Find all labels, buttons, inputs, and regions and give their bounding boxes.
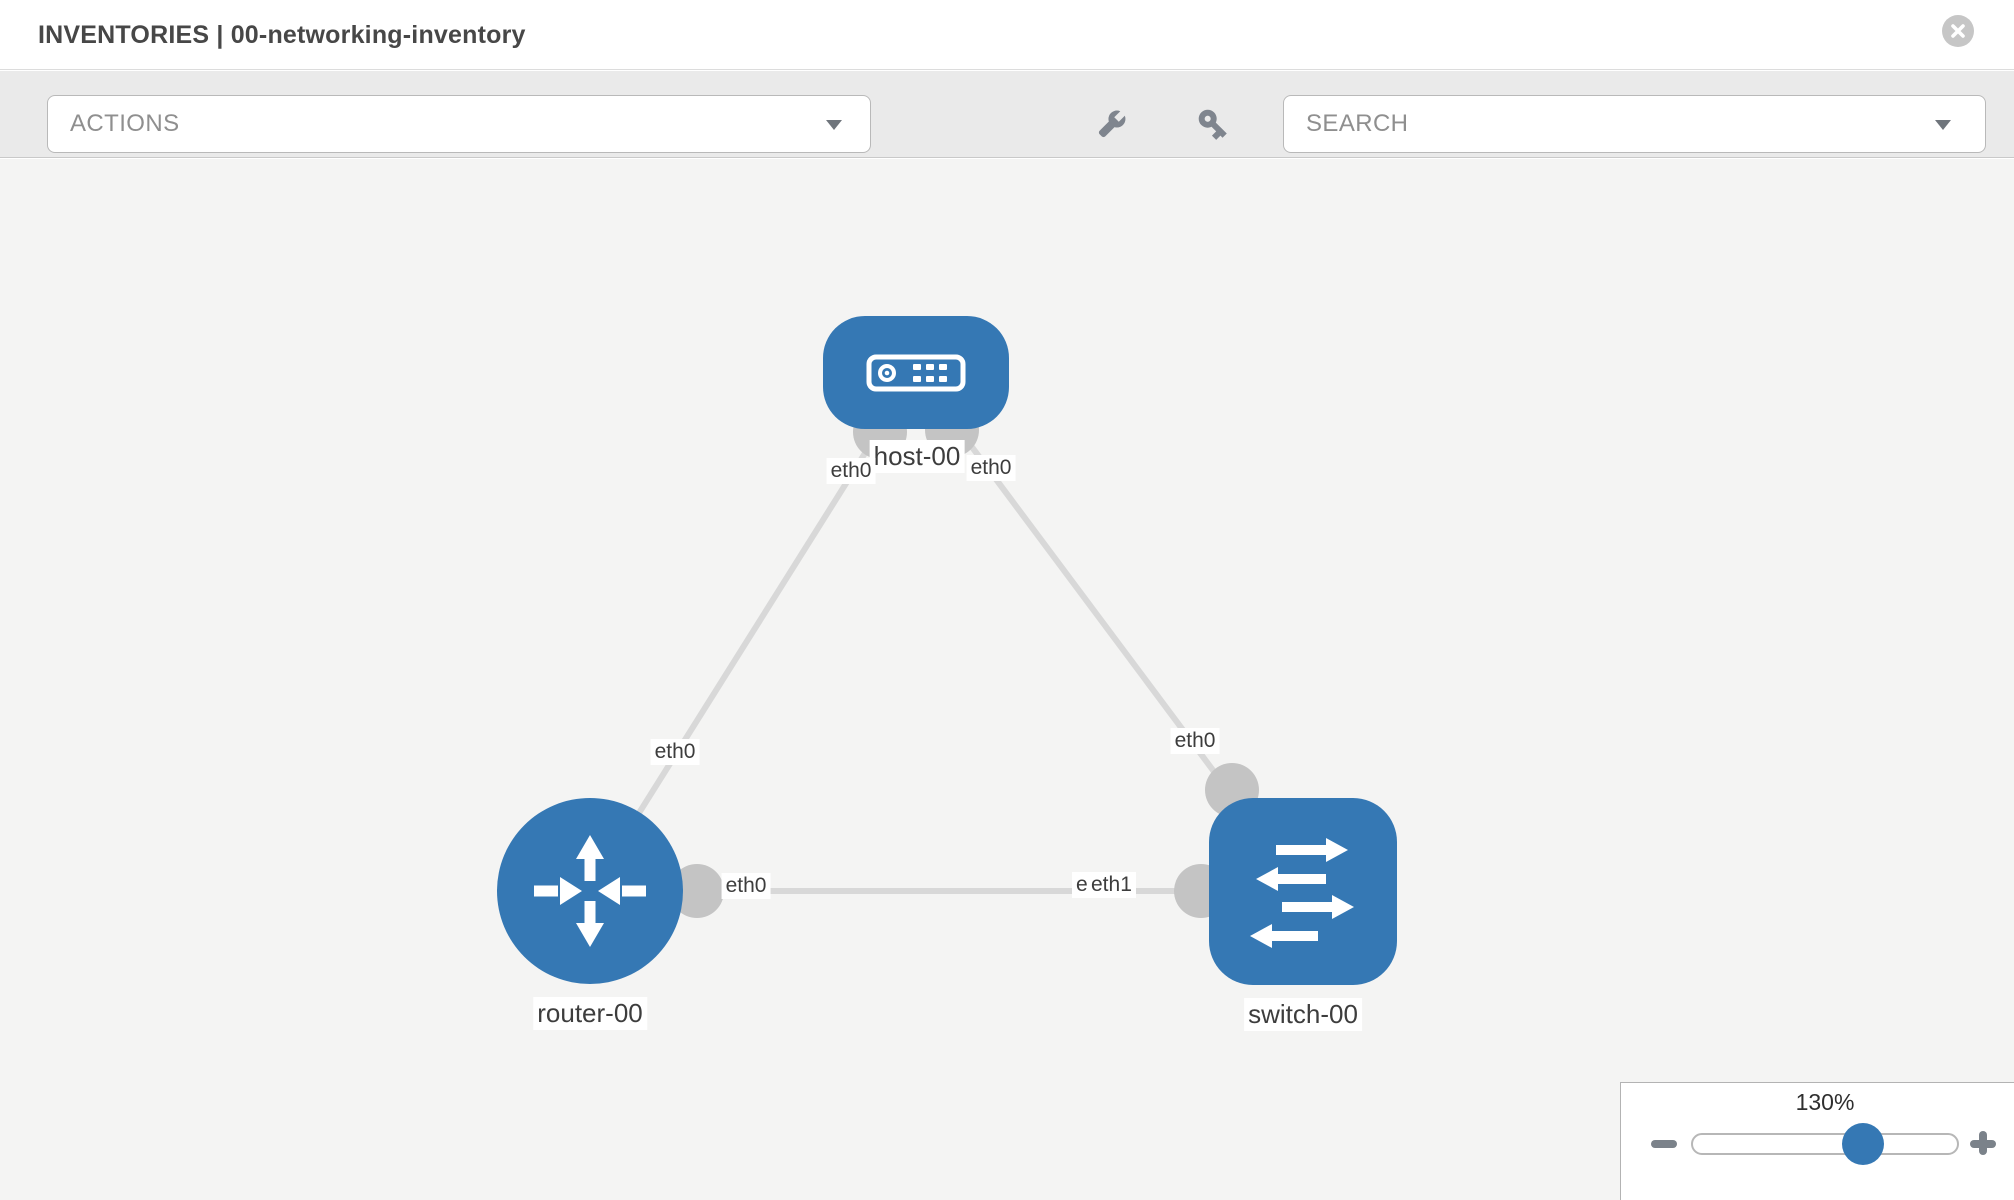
close-button[interactable] <box>1942 15 1974 47</box>
zoom-slider-knob[interactable] <box>1842 1123 1884 1165</box>
node-label-host: host-00 <box>869 440 965 473</box>
minus-icon <box>1651 1140 1677 1148</box>
interface-label-host-right: eth0 <box>966 455 1016 481</box>
wrench-button[interactable] <box>1094 106 1130 142</box>
zoom-slider-track[interactable] <box>1691 1133 1959 1155</box>
node-label-switch: switch-00 <box>1244 998 1362 1031</box>
interface-label-switch-side-front: eth1 <box>1087 872 1136 898</box>
actions-dropdown-label: ACTIONS <box>70 110 180 137</box>
topology-canvas[interactable]: host-00 router-00 switch-00 eth0 eth0 et… <box>0 159 2014 1200</box>
interface-label-host-left: eth0 <box>826 458 876 484</box>
router-icon <box>534 835 646 947</box>
wrench-icon <box>1098 109 1127 138</box>
node-switch-00[interactable] <box>1209 798 1397 985</box>
caret-down-icon <box>826 120 842 130</box>
search-placeholder: SEARCH <box>1306 110 1409 137</box>
interface-label-router-side: eth0 <box>721 873 771 899</box>
key-button[interactable] <box>1195 106 1231 142</box>
page-title: INVENTORIES | 00-networking-inventory <box>38 21 526 49</box>
close-icon <box>1951 24 1965 38</box>
header: INVENTORIES | 00-networking-inventory <box>0 0 2014 70</box>
zoom-in-button[interactable] <box>1970 1130 1996 1156</box>
zoom-panel: 130% <box>1620 1082 2014 1200</box>
zoom-level: 130% <box>1795 1089 1855 1115</box>
actions-dropdown[interactable]: ACTIONS <box>47 95 871 153</box>
topology-links <box>587 370 1306 894</box>
node-label-router: router-00 <box>533 997 647 1030</box>
interface-label-host-switch: eth0 <box>1170 728 1220 754</box>
switch-icon <box>1250 837 1354 948</box>
zoom-out-button[interactable] <box>1651 1130 1677 1156</box>
search-dropdown[interactable]: SEARCH <box>1283 95 1986 153</box>
key-icon <box>1198 109 1227 140</box>
node-router-00[interactable] <box>497 798 683 984</box>
interface-label-router-host: eth0 <box>650 739 700 765</box>
node-host-00[interactable] <box>823 316 1009 429</box>
host-icon <box>866 354 966 391</box>
caret-down-icon <box>1935 120 1951 130</box>
